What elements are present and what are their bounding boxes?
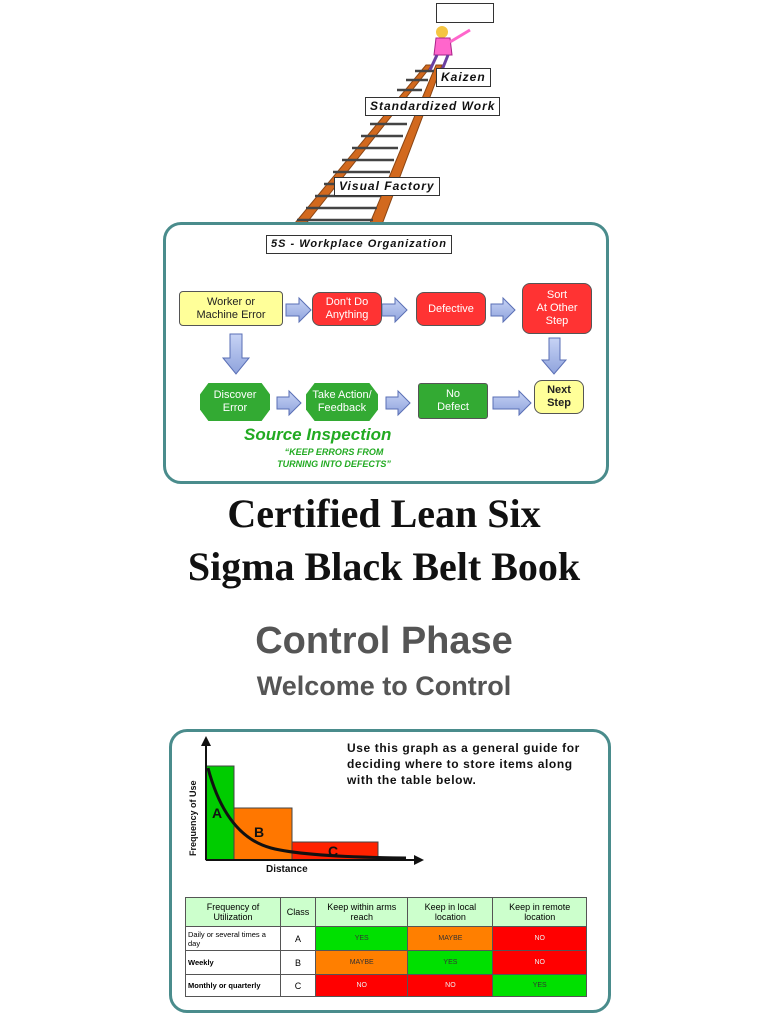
table-header-class: Class: [280, 897, 316, 927]
table-cell-remote: NO: [492, 950, 587, 975]
phase-title: Control Phase: [255, 620, 513, 662]
frequency-distance-graph: A B C Frequency of Use Distance: [188, 736, 424, 875]
storage-table: Frequency of Utilization Class Keep with…: [185, 897, 587, 997]
flow-worker-error: Worker or Machine Error: [179, 291, 283, 326]
table-cell-class: A: [280, 926, 316, 951]
graph-class-a: A: [212, 805, 222, 821]
ladder-step-5s: 5S - Workplace Organization: [266, 235, 452, 254]
source-inspection-heading: Source Inspection: [244, 425, 392, 444]
ladder-step-standardized-work: Standardized Work: [365, 97, 501, 116]
flow-discover-error: Discover Error: [200, 383, 270, 421]
table-cell-freq: Weekly: [185, 950, 281, 975]
graph-class-b: B: [254, 824, 264, 840]
top-empty-box: [436, 3, 494, 23]
table-cell-arms: NO: [314, 974, 409, 997]
table-cell-local: NO: [407, 974, 494, 997]
table-cell-freq: Monthly or quarterly: [185, 974, 281, 997]
ladder-illustration: [283, 26, 471, 236]
ladder-step-kaizen: Kaizen: [436, 68, 491, 87]
table-header-local: Keep in local location: [407, 897, 494, 927]
book-title-line2: Sigma Black Belt Book: [187, 544, 581, 589]
graph-y-label: Frequency of Use: [188, 780, 198, 856]
flow-dont-do-anything: Don't Do Anything: [312, 292, 382, 326]
table-row: Monthly or quarterly C NO NO YES: [185, 974, 587, 997]
table-header-frequency: Frequency of Utilization: [185, 897, 281, 927]
source-inspection-subtitle-1: “KEEP ERRORS FROM: [284, 447, 384, 457]
flow-arrows: [221, 296, 568, 417]
table-cell-class: B: [280, 950, 316, 975]
storage-guide-text: Use this graph as a general guide for de…: [347, 741, 580, 787]
table-row: Weekly B MAYBE YES NO: [185, 950, 587, 975]
flow-next-step: Next Step: [534, 380, 584, 414]
source-inspection-subtitle-2: TURNING INTO DEFECTS”: [277, 459, 391, 469]
table-cell-remote: YES: [492, 974, 587, 997]
climber-figure: [428, 26, 471, 71]
graph-class-c: C: [328, 843, 338, 859]
table-cell-class: C: [280, 974, 316, 997]
table-cell-freq: Daily or several times a day: [185, 926, 281, 951]
graph-x-label: Distance: [266, 864, 308, 875]
flow-take-action: Take Action/ Feedback: [306, 383, 378, 421]
ladder-step-visual-factory: Visual Factory: [334, 177, 440, 196]
book-title-line1: Certified Lean Six: [227, 491, 541, 536]
flow-no-defect: No Defect: [418, 383, 488, 419]
table-cell-local: YES: [407, 950, 494, 975]
flow-defective: Defective: [416, 292, 486, 326]
table-cell-local: MAYBE: [407, 926, 494, 951]
table-cell-remote: NO: [492, 926, 587, 951]
table-header-remote: Keep in remote location: [492, 897, 587, 927]
table-cell-arms: MAYBE: [314, 950, 409, 975]
flow-sort-other-step: Sort At Other Step: [522, 283, 592, 334]
table-cell-arms: YES: [314, 926, 409, 951]
welcome-subtitle: Welcome to Control: [256, 671, 512, 701]
table-row: Daily or several times a day A YES MAYBE…: [185, 926, 587, 951]
table-header-arms-reach: Keep within arms reach: [314, 897, 409, 927]
